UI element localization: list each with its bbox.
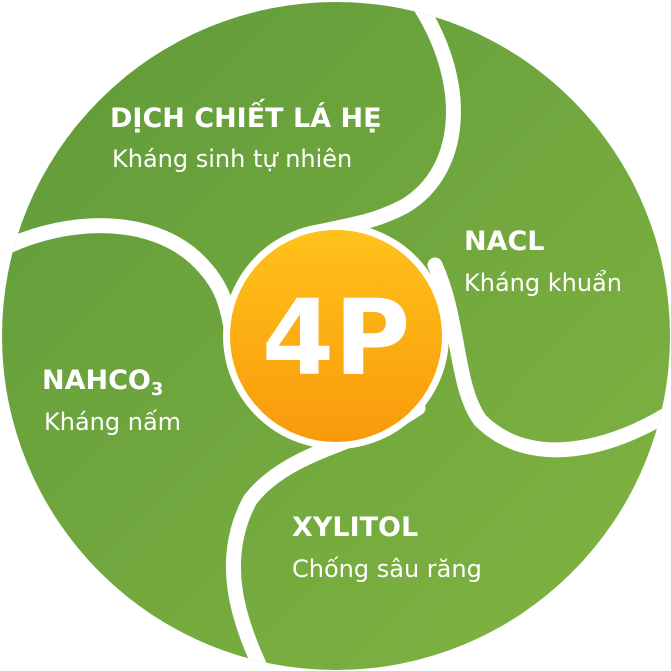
center-circle xyxy=(230,230,442,442)
divider-left-top xyxy=(2,218,240,340)
segment-4-title-main: NAHCO xyxy=(42,365,151,396)
segment-3-title: XYLITOL xyxy=(292,512,418,543)
segment-4-subtitle: Kháng nấm xyxy=(44,408,181,436)
segment-2-subtitle: Kháng khuẩn xyxy=(464,269,622,297)
segment-4-title: NAHCO3 xyxy=(42,365,163,400)
divider-right-bottom xyxy=(427,257,670,458)
center-label: 4P xyxy=(262,277,411,399)
segment-4-title-subscript: 3 xyxy=(151,379,164,400)
segment-1-subtitle: Kháng sinh tự nhiên xyxy=(112,145,352,173)
divider-top-right xyxy=(310,2,461,240)
segment-2-title: NACL xyxy=(464,226,545,257)
segment-3-subtitle: Chống sâu răng xyxy=(292,555,482,583)
segment-1-title: DỊCH CHIẾT LÁ HẸ xyxy=(110,99,382,134)
